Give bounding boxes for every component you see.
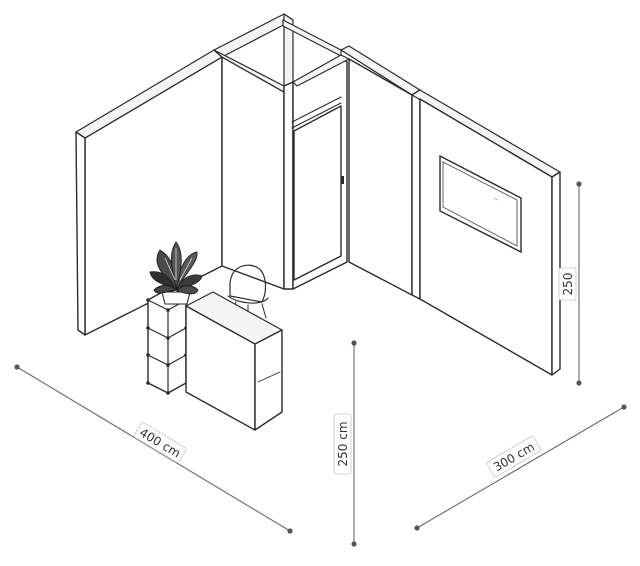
right-back-wall bbox=[340, 45, 421, 300]
height-dimension: 250 cm bbox=[333, 340, 357, 547]
door-icon bbox=[293, 105, 342, 281]
door-handle bbox=[341, 176, 344, 184]
right-height-label: 250 bbox=[561, 273, 575, 296]
height-label: 250 cm bbox=[336, 421, 350, 466]
door-recess bbox=[291, 54, 350, 290]
left-wall bbox=[75, 49, 223, 336]
back-wall-left bbox=[213, 13, 294, 290]
counter-icon bbox=[185, 291, 283, 431]
screen-icon bbox=[439, 154, 522, 254]
shelf-icon bbox=[146, 289, 188, 395]
center-column bbox=[282, 13, 342, 290]
depth-dimension: 300 cm bbox=[414, 404, 627, 531]
plant-icon bbox=[149, 241, 203, 305]
right-height-dimension: 250 bbox=[558, 181, 582, 386]
